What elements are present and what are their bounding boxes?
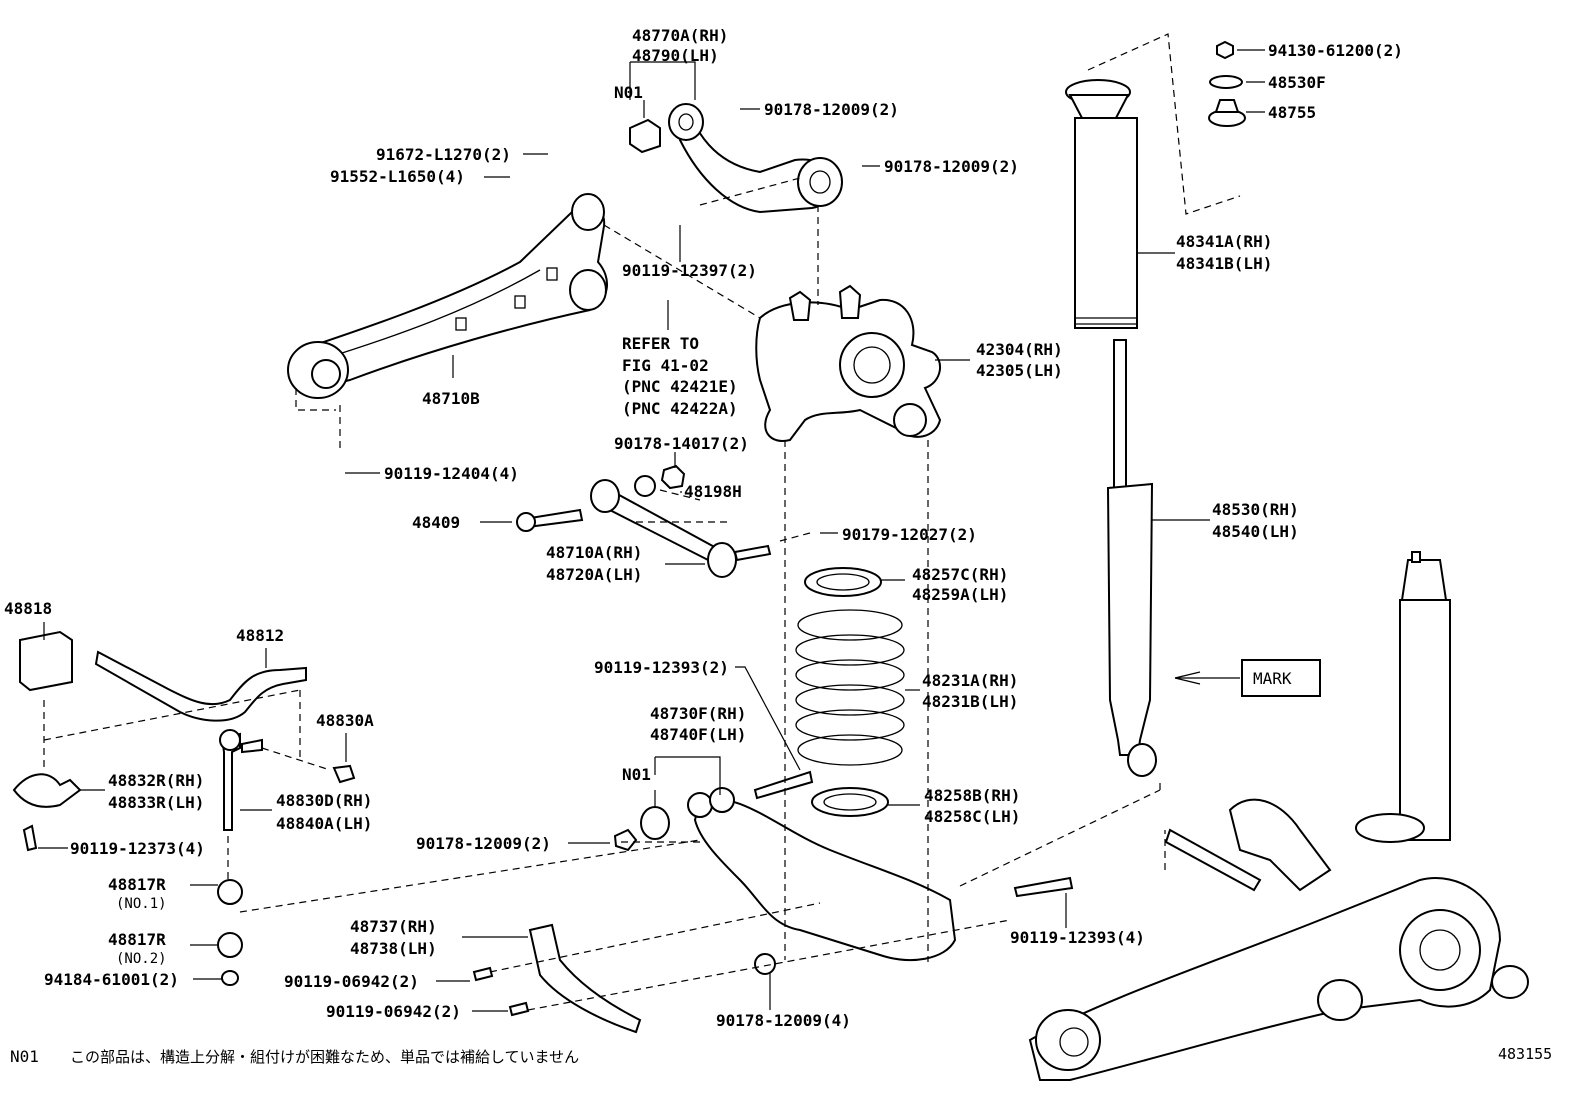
label-42305: 42305(LH) xyxy=(976,361,1063,380)
label-mark: MARK xyxy=(1253,669,1292,688)
label-48710b: 48710B xyxy=(422,389,480,408)
label-48720a: 48720A(LH) xyxy=(546,565,642,584)
label-refer-3: (PNC 42421E) xyxy=(622,377,738,396)
label-48840a: 48840A(LH) xyxy=(276,814,372,833)
label-48341b: 48341B(LH) xyxy=(1176,254,1272,273)
label-90178-d: 90178-12009(4) xyxy=(716,1011,851,1030)
leader-lines xyxy=(38,49,1265,1012)
part-labels: 48770A(RH) 48790(LH) N01 90178-12009(2) … xyxy=(4,26,1403,1030)
lower-arm-48710b-drawing xyxy=(287,193,609,399)
label-48231a: 48231A(RH) xyxy=(922,671,1018,690)
label-refer-2: FIG 41-02 xyxy=(622,356,709,375)
label-90119-12373: 90119-12373(4) xyxy=(70,839,205,858)
label-48817r-1: 48817R xyxy=(108,875,166,894)
assembly-view-drawing xyxy=(1028,551,1529,1081)
label-48198h: 48198H xyxy=(684,482,742,501)
label-91552: 91552-L1650(4) xyxy=(330,167,465,186)
spring-lower-arm-drawing xyxy=(613,770,1074,975)
label-90178-c: 90178-12009(2) xyxy=(416,834,551,853)
label-48258c: 48258C(LH) xyxy=(924,807,1020,826)
label-48830d: 48830D(RH) xyxy=(276,791,372,810)
label-48790: 48790(LH) xyxy=(632,46,719,65)
label-refer-1: REFER TO xyxy=(622,334,699,353)
label-48258b: 48258B(RH) xyxy=(924,786,1020,805)
label-90119-06942-b: 90119-06942(2) xyxy=(326,1002,461,1021)
label-90179: 90179-12027(2) xyxy=(842,525,977,544)
label-48830a: 48830A xyxy=(316,711,374,730)
label-91672: 91672-L1270(2) xyxy=(376,145,511,164)
label-no2: (NO.2) xyxy=(116,951,167,967)
label-48540: 48540(LH) xyxy=(1212,522,1299,541)
label-n01-top: N01 xyxy=(614,83,643,102)
footer-note: N01 この部品は、構造上分解・組付けが困難なため、単品では補給していません 4… xyxy=(10,1045,1552,1066)
label-48755: 48755 xyxy=(1268,103,1316,122)
dashed-guide-lines xyxy=(43,33,1241,1011)
label-90178-a: 90178-12009(2) xyxy=(764,100,899,119)
label-90119-12404: 90119-12404(4) xyxy=(384,464,519,483)
label-94130: 94130-61200(2) xyxy=(1268,41,1403,60)
label-48833r: 48833R(LH) xyxy=(108,793,204,812)
label-94184: 94184-61001(2) xyxy=(44,970,179,989)
label-48409: 48409 xyxy=(412,513,460,532)
coil-spring-drawing xyxy=(795,567,905,817)
label-48738: 48738(LH) xyxy=(350,939,437,958)
label-48730f: 48730F(RH) xyxy=(650,704,746,723)
steering-knuckle-drawing xyxy=(755,284,942,442)
stabilizer-bar-drawing xyxy=(12,630,356,986)
upper-control-arm-drawing xyxy=(629,103,843,214)
label-48231b: 48231B(LH) xyxy=(922,692,1018,711)
label-48770a: 48770A(RH) xyxy=(632,26,728,45)
label-90178-14017: 90178-14017(2) xyxy=(614,434,749,453)
toe-link-48710a-drawing xyxy=(516,464,772,578)
label-90119-12397: 90119-12397(2) xyxy=(622,261,757,280)
note-text: この部品は、構造上分解・組付けが困難なため、単品では補給していません xyxy=(70,1048,579,1066)
label-48259a: 48259A(LH) xyxy=(912,585,1008,604)
mud-guard-drawing xyxy=(472,923,642,1034)
label-refer-4: (PNC 42422A) xyxy=(622,399,738,418)
label-48817r-2: 48817R xyxy=(108,930,166,949)
label-42304: 42304(RH) xyxy=(976,340,1063,359)
figure-number: 483155 xyxy=(1498,1045,1552,1063)
label-90119-12393-b: 90119-12393(4) xyxy=(1010,928,1145,947)
note-code: N01 xyxy=(10,1047,39,1066)
label-48737: 48737(RH) xyxy=(350,917,437,936)
label-n01-bottom: N01 xyxy=(622,765,651,784)
label-90119-12393-a: 90119-12393(2) xyxy=(594,658,729,677)
label-48530f: 48530F xyxy=(1268,73,1326,92)
label-48530: 48530(RH) xyxy=(1212,500,1299,519)
label-48812: 48812 xyxy=(236,626,284,645)
label-48818: 48818 xyxy=(4,599,52,618)
shock-absorber-drawing xyxy=(1065,40,1246,777)
label-48257c: 48257C(RH) xyxy=(912,565,1008,584)
label-no1: (NO.1) xyxy=(116,896,167,912)
label-48710a: 48710A(RH) xyxy=(546,543,642,562)
label-48740f: 48740F(LH) xyxy=(650,725,746,744)
label-48832r: 48832R(RH) xyxy=(108,771,204,790)
label-90119-06942-a: 90119-06942(2) xyxy=(284,972,419,991)
label-90178-b: 90178-12009(2) xyxy=(884,157,1019,176)
mark-callout: MARK xyxy=(1241,659,1321,697)
label-48341a: 48341A(RH) xyxy=(1176,232,1272,251)
